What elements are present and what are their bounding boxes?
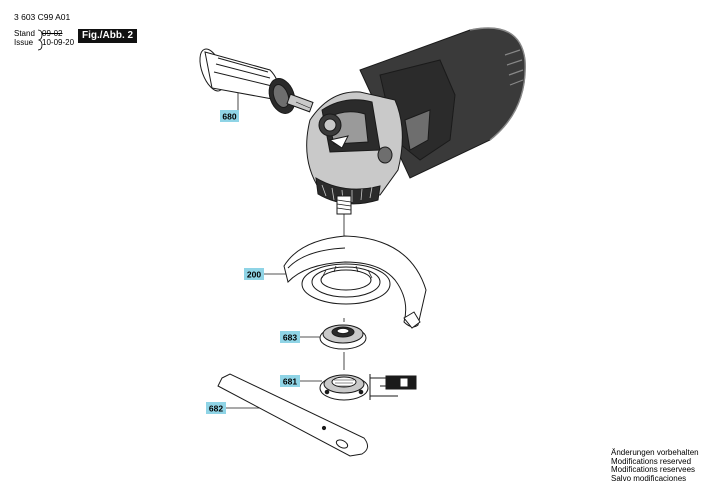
figure-title: Fig./Abb. 2 xyxy=(78,29,138,43)
notice-line-es: Salvo modificaciones xyxy=(611,473,687,483)
callout-200-label: 200 xyxy=(247,269,261,279)
angle-grinder xyxy=(306,27,526,215)
modifications-notice: Änderungen vorbehalten Modifications res… xyxy=(611,448,699,483)
callout-681: 681 xyxy=(280,375,300,387)
issue-label: Issue xyxy=(14,38,34,47)
stand-label: Stand xyxy=(14,29,35,38)
mounting-flange xyxy=(319,324,367,350)
callout-683-label: 683 xyxy=(283,332,297,342)
notice-line-en: Modifications reserved xyxy=(611,456,692,466)
callout-682-label: 682 xyxy=(209,403,223,413)
notice-line-de: Änderungen vorbehalten xyxy=(611,448,699,457)
callout-200: 200 xyxy=(244,268,264,280)
notice-line-fr: Modifications reservees xyxy=(611,465,696,475)
stand-date: 09-02 xyxy=(42,29,63,38)
nut-detail-icon xyxy=(369,374,417,400)
callout-681-label: 681 xyxy=(283,376,297,386)
two-pin-spanner xyxy=(217,373,368,457)
auxiliary-handle xyxy=(199,48,314,114)
protection-guard xyxy=(283,235,427,329)
issue-date: 10-09-20 xyxy=(42,38,75,47)
clamping-nut xyxy=(319,374,369,401)
document-number: 3 603 C99 A01 xyxy=(14,12,71,22)
callout-680-label: 680 xyxy=(222,111,236,121)
callout-682: 682 xyxy=(206,402,226,414)
callout-680: 680 xyxy=(220,110,239,122)
callout-683: 683 xyxy=(280,331,300,343)
